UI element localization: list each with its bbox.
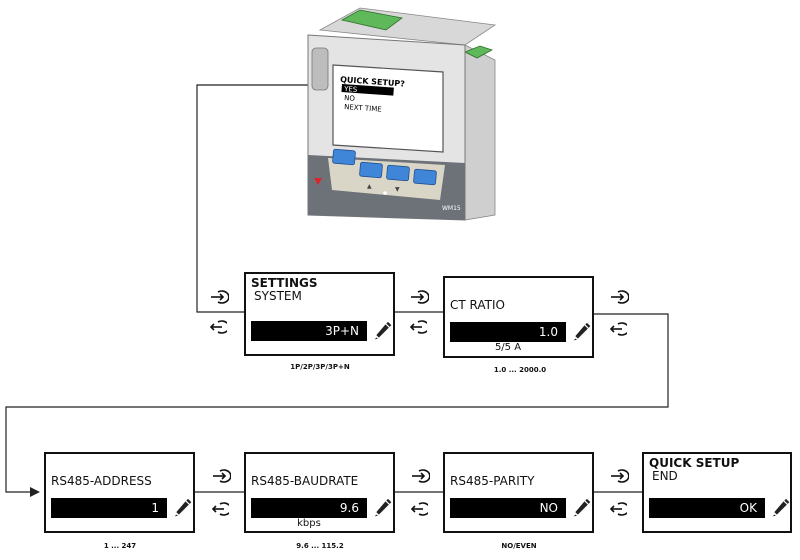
pencil-icon[interactable] <box>373 497 393 519</box>
pencil-icon[interactable] <box>373 320 393 342</box>
screen-subtitle: RS485-PARITY <box>450 474 535 488</box>
screen-rs485-parity: RS485-PARITY NO <box>443 452 594 533</box>
screen-title: SETTINGS <box>251 276 318 290</box>
terminal-block-small <box>464 45 494 59</box>
enter-forward-icon[interactable] <box>408 469 430 483</box>
svg-text:▼: ▼ <box>395 186 400 193</box>
enter-forward-icon[interactable] <box>407 290 429 304</box>
device-illustration: QUICK SETUP? YES NO NEXT TIME ▲ ▼ WM15 <box>307 7 497 221</box>
range-label: 1 ... 247 <box>103 542 137 550</box>
screen-ct-ratio: CT RATIO 1.0 5/5 A <box>443 276 594 358</box>
screen-unit: 5/5 A <box>494 342 522 353</box>
exit-back-icon[interactable] <box>605 502 627 516</box>
screen-subtitle: END <box>652 469 678 483</box>
screen-value[interactable]: OK <box>649 498 765 518</box>
device-button-enter <box>413 168 437 186</box>
arrowhead <box>30 487 40 497</box>
screen-subtitle: CT RATIO <box>450 298 505 312</box>
terminal-block <box>340 9 403 31</box>
connector-ctratio-to-address <box>5 313 669 493</box>
device-model-label: WM15 <box>442 205 461 212</box>
connector-device-to-settings <box>196 84 335 313</box>
enter-forward-icon[interactable] <box>607 469 629 483</box>
device-button-down <box>386 164 410 182</box>
pencil-icon[interactable] <box>173 497 193 519</box>
pencil-icon[interactable] <box>771 497 791 519</box>
range-label: 1P/2P/3P/3P+N <box>290 363 350 371</box>
screen-quick-setup-end: QUICK SETUP END OK <box>642 452 792 533</box>
lcd-line-3: NO <box>344 94 356 103</box>
screen-settings-system: SETTINGS SYSTEM 3P+N <box>244 272 395 356</box>
enter-forward-icon[interactable] <box>209 469 231 483</box>
pencil-icon[interactable] <box>572 321 592 343</box>
screen-value[interactable]: 1.0 <box>450 322 566 342</box>
lcd-line-4: NEXT TIME <box>344 103 382 114</box>
pencil-icon[interactable] <box>572 497 592 519</box>
lcd-line-2: YES <box>343 85 358 94</box>
exit-back-icon[interactable] <box>205 320 227 334</box>
exit-back-icon[interactable] <box>207 502 229 516</box>
brand-logo <box>314 178 322 185</box>
screen-value[interactable]: 3P+N <box>251 321 367 341</box>
screen-subtitle: RS485-ADDRESS <box>51 474 152 488</box>
screen-rs485-address: RS485-ADDRESS 1 <box>44 452 195 533</box>
svg-text:▲: ▲ <box>367 183 372 190</box>
exit-back-icon[interactable] <box>405 320 427 334</box>
screen-value[interactable]: 9.6 <box>251 498 367 518</box>
enter-forward-icon[interactable] <box>207 290 229 304</box>
range-label: 1.0 ... 2000.0 <box>493 366 547 374</box>
range-label: 9.6 ... 115.2 <box>296 542 344 550</box>
screen-rs485-baudrate: RS485-BAUDRATE 9.6 kbps <box>244 452 395 533</box>
enter-forward-icon[interactable] <box>607 290 629 304</box>
screen-value[interactable]: NO <box>450 498 566 518</box>
device-button-back <box>332 148 356 166</box>
screen-subtitle: RS485-BAUDRATE <box>251 474 359 488</box>
screen-unit: kbps <box>297 518 321 529</box>
range-label: NO/EVEN <box>501 542 537 550</box>
screen-value[interactable]: 1 <box>51 498 167 518</box>
exit-back-icon[interactable] <box>406 502 428 516</box>
screen-subtitle: SYSTEM <box>254 289 302 303</box>
screen-title: QUICK SETUP <box>649 456 740 470</box>
device-button-up <box>359 161 383 179</box>
exit-back-icon[interactable] <box>605 322 627 336</box>
